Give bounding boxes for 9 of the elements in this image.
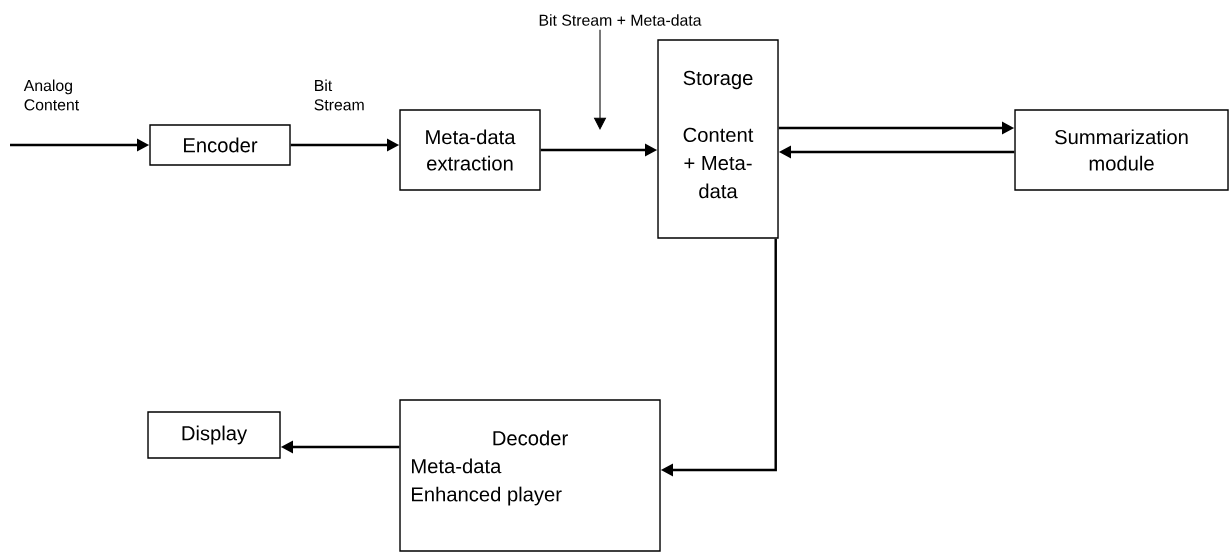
decoder-box: Decoder Meta-data Enhanced player xyxy=(399,399,661,552)
edge-label: Analog Content xyxy=(22,77,88,113)
process-box: Display xyxy=(147,411,281,459)
process-box: Meta-data extraction xyxy=(399,109,541,191)
process-box: Encoder xyxy=(149,124,291,166)
edge-label: Bit Stream xyxy=(312,77,378,113)
process-box: Summarization module xyxy=(1014,109,1229,191)
storage-box: Storage Content + Meta-data xyxy=(657,39,779,239)
annotation-text: Bit Stream + Meta-data xyxy=(539,14,702,26)
